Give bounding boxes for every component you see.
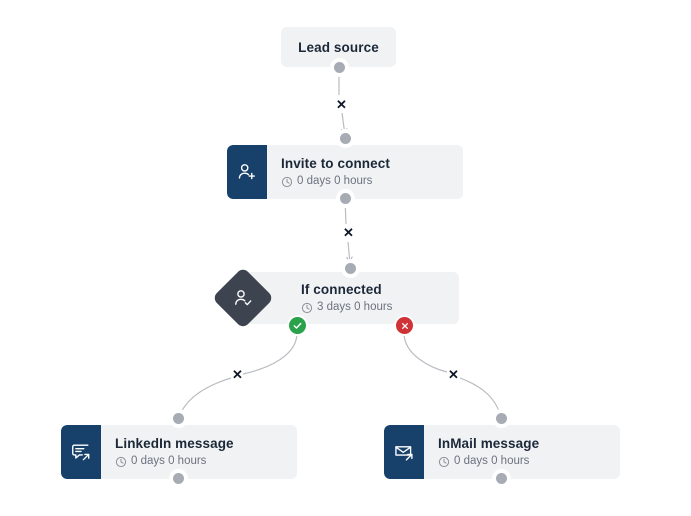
node-if-connected-title: If connected (301, 282, 382, 297)
port-linkedin-message-out[interactable] (173, 473, 184, 484)
node-lead-source-title: Lead source (298, 39, 379, 55)
clock-icon (438, 456, 450, 467)
edge-yes-to-linkedin-message-tail[interactable] (179, 377, 232, 417)
edge-delete-yes-to-linkedin[interactable]: ✕ (232, 367, 243, 382)
node-linkedin-message-body: LinkedIn message 0 days 0 hours (101, 425, 297, 479)
node-if-connected[interactable]: If connected 3 days 0 hours (243, 272, 459, 324)
branch-badge-yes[interactable] (289, 317, 306, 334)
node-if-connected-icon-wrap (232, 287, 254, 309)
clock-icon (281, 176, 293, 187)
node-invite-to-connect[interactable]: Invite to connect 0 days 0 hours (227, 145, 463, 199)
port-inmail-message-out[interactable] (496, 473, 507, 484)
node-linkedin-message-title: LinkedIn message (115, 436, 234, 451)
node-if-connected-body: If connected 3 days 0 hours (243, 281, 459, 315)
check-icon (293, 322, 302, 329)
person-check-icon (235, 290, 252, 306)
node-linkedin-message[interactable]: LinkedIn message 0 days 0 hours (61, 425, 297, 479)
person-add-icon (238, 164, 256, 180)
port-invite-to-connect-in[interactable] (340, 133, 351, 144)
port-if-connected-in[interactable] (345, 263, 356, 274)
mail-send-icon (395, 446, 413, 461)
edge-yes-to-linkedin-message[interactable] (242, 332, 298, 375)
node-invite-to-connect-delay-text: 0 days 0 hours (297, 175, 373, 187)
edge-delete-no-to-inmail[interactable]: ✕ (448, 367, 459, 382)
node-if-connected-diamond[interactable] (211, 266, 275, 330)
edge-no-to-inmail-message-tail[interactable] (459, 377, 501, 417)
chat-send-icon (72, 444, 90, 461)
clock-icon (301, 302, 313, 313)
node-linkedin-message-delay: 0 days 0 hours (115, 454, 297, 469)
node-lead-source[interactable]: Lead source (281, 27, 396, 67)
node-linkedin-message-icon-box (61, 425, 101, 479)
node-linkedin-message-delay-text: 0 days 0 hours (131, 455, 207, 467)
port-inmail-message-in[interactable] (496, 413, 507, 424)
node-inmail-message-delay-text: 0 days 0 hours (454, 455, 530, 467)
edge-no-to-inmail-message[interactable] (403, 332, 448, 373)
edge-delete-invite-to-if-connected[interactable]: ✕ (343, 225, 354, 240)
node-inmail-message[interactable]: InMail message 0 days 0 hours (384, 425, 620, 479)
port-lead-source-out[interactable] (334, 62, 345, 73)
branch-badge-no[interactable] (396, 317, 413, 334)
port-invite-to-connect-out[interactable] (340, 193, 351, 204)
node-invite-to-connect-body: Invite to connect 0 days 0 hours (267, 145, 463, 199)
close-icon (401, 322, 408, 329)
clock-icon (115, 456, 127, 467)
port-linkedin-message-in[interactable] (173, 413, 184, 424)
node-if-connected-delay-text: 3 days 0 hours (317, 301, 393, 313)
node-invite-to-connect-icon-box (227, 145, 267, 199)
edge-delete-lead-to-invite[interactable]: ✕ (336, 97, 347, 112)
node-inmail-message-body: InMail message 0 days 0 hours (424, 425, 620, 479)
node-invite-to-connect-title: Invite to connect (281, 156, 390, 171)
node-inmail-message-delay: 0 days 0 hours (438, 454, 620, 469)
node-if-connected-delay: 3 days 0 hours (301, 300, 459, 315)
node-inmail-message-title: InMail message (438, 436, 540, 451)
node-invite-to-connect-delay: 0 days 0 hours (281, 174, 463, 189)
node-inmail-message-icon-box (384, 425, 424, 479)
